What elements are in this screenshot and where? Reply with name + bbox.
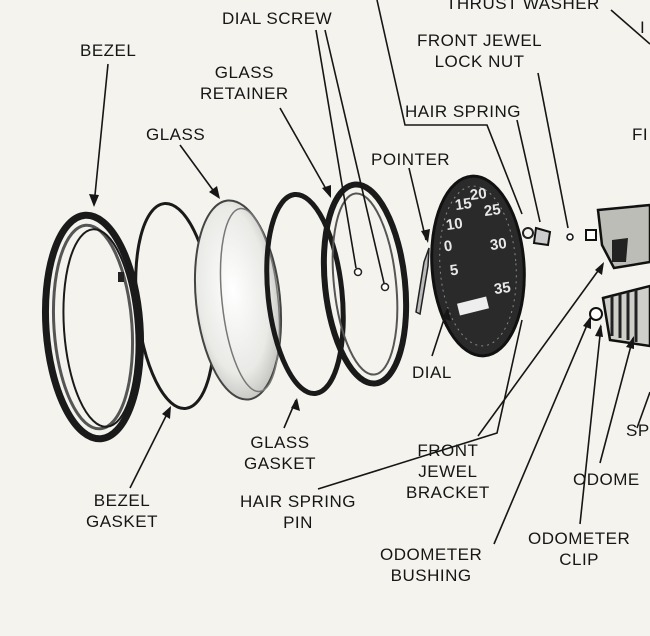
bezel-part — [41, 211, 145, 443]
label-glass-gasket: GLASS GASKET — [244, 432, 316, 474]
label-front-jewel-bracket-line-2: JEWEL — [418, 462, 478, 481]
label-odometer-bushing-line-2: BUSHING — [390, 566, 472, 585]
label-glass: GLASS — [146, 125, 206, 144]
label-partial-right-mid: FI — [632, 125, 649, 144]
label-hair-spring-pin-line-2: PIN — [283, 513, 313, 532]
label-odometer-clip-line-1: ODOMETER — [528, 529, 631, 548]
label-odometer-bushing-line-1: ODOMETER — [380, 545, 483, 564]
label-bezel-gasket-line-1: BEZEL — [93, 491, 151, 510]
label-front-jewel-bracket-line-1: FRONT — [417, 441, 479, 460]
label-hair-spring-pin-line-1: HAIR SPRING — [240, 492, 357, 511]
dial-numeral: 10 — [444, 214, 464, 235]
label-dial-screw: DIAL SCREW — [222, 9, 333, 28]
label-glass-retainer: GLASS RETAINER — [200, 62, 289, 104]
label-bezel-gasket: BEZEL GASKET — [86, 490, 158, 532]
label-front-jewel-bracket: FRONT JEWEL BRACKET — [406, 440, 490, 503]
label-bezel-gasket-line-2: GASKET — [86, 512, 158, 531]
label-hair-spring-pin: HAIR SPRING PIN — [240, 491, 356, 533]
label-front-jewel-lock-nut-line-1: FRONT JEWEL — [417, 31, 543, 50]
dial-numeral: 35 — [492, 278, 512, 299]
pointer-part — [415, 247, 430, 316]
label-dial: DIAL — [412, 363, 452, 382]
glass-gasket-part — [264, 191, 346, 397]
label-front-jewel-lock-nut: FRONT JEWEL LOCK NUT — [417, 30, 542, 72]
arrowheads — [89, 185, 634, 419]
label-front-jewel-bracket-line-3: BRACKET — [406, 483, 490, 502]
leader-lines — [93, 0, 650, 545]
label-bezel: BEZEL — [80, 41, 137, 60]
hair-spring-part — [522, 226, 574, 247]
glass-retainer-part — [320, 181, 410, 387]
speedometer-mechanism-part — [585, 203, 650, 348]
label-glass-gasket-line-1: GLASS — [250, 433, 310, 452]
label-front-jewel-lock-nut-line-2: LOCK NUT — [434, 52, 525, 71]
label-partial-odometer: ODOME — [573, 470, 640, 489]
dial-numeral: 25 — [482, 200, 502, 221]
dial-screws — [353, 267, 390, 292]
dial-numeral: 20 — [468, 184, 488, 205]
label-odometer-clip-line-2: CLIP — [559, 550, 600, 569]
label-partial-top-right: I — [640, 18, 646, 37]
dial-part — [430, 174, 526, 358]
label-pointer: POINTER — [371, 150, 451, 169]
label-odometer-clip: ODOMETER CLIP — [528, 528, 630, 570]
label-hair-spring: HAIR SPRING — [405, 102, 522, 121]
label-glass-gasket-line-2: GASKET — [244, 454, 316, 473]
label-thrust-washer: THRUST WASHER — [446, 0, 600, 13]
dial-numeral: 30 — [488, 234, 508, 255]
label-glass-retainer-line-2: RETAINER — [200, 84, 289, 103]
glass-part — [193, 199, 283, 401]
label-odometer-bushing: ODOMETER BUSHING — [380, 544, 482, 586]
label-partial-sp: SP — [626, 421, 650, 440]
label-glass-retainer-line-1: GLASS — [214, 63, 274, 82]
